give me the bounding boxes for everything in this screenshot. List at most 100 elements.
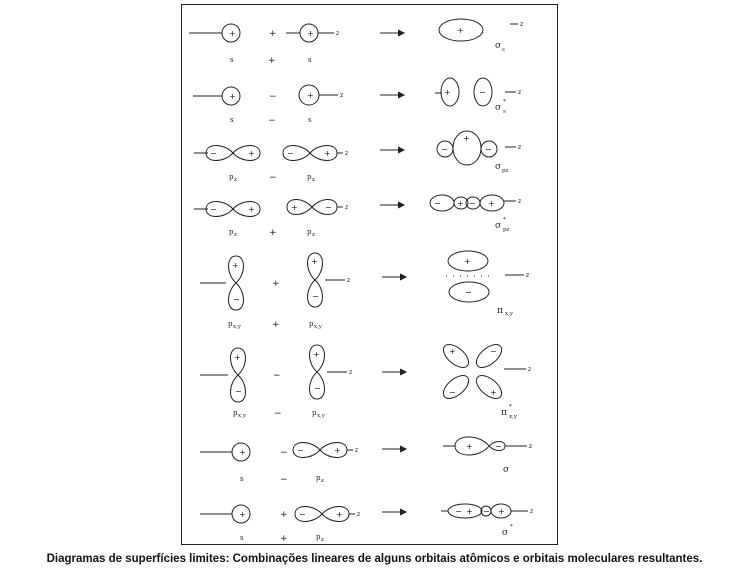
phase-sign: +: [464, 257, 471, 266]
sigma-star-pz-lobe-4: [479, 194, 505, 212]
operator-text-lower: −: [274, 409, 282, 419]
right-label: p: [309, 320, 314, 328]
row-4: − + + − z p z + p z − + − + z σ * pz: [194, 194, 521, 238]
phase-sign: +: [229, 92, 236, 101]
pz-orbital-left: [205, 145, 261, 161]
phase-sign: −: [314, 384, 321, 393]
left-label: p: [233, 409, 238, 417]
phase-sign: +: [444, 88, 451, 97]
figure-frame: [181, 4, 558, 545]
pi-star-lobe-top-right: [475, 344, 503, 368]
arrow-head: [399, 368, 408, 376]
left-label: s: [240, 534, 244, 542]
sigma-pz-lobe-right: [480, 140, 498, 158]
mo-superscript: *: [509, 404, 512, 410]
pi-star-lobe-bottom-left: [442, 375, 470, 399]
sigma-star-lobe-1: [447, 503, 483, 519]
arrow-head: [397, 201, 406, 209]
right-label: p: [312, 409, 317, 417]
operator-text: +: [272, 279, 280, 289]
operator-text: −: [269, 173, 277, 183]
phase-sign: +: [239, 510, 246, 519]
mo-superscript: *: [503, 99, 506, 105]
phase-sign: +: [239, 448, 246, 457]
mo-subscript: s: [503, 109, 506, 115]
mo-symbol: σ: [495, 221, 501, 231]
right-label: p: [316, 533, 321, 541]
row-3: − + − + z p z − p z − + − z σ pz: [194, 130, 521, 183]
left-label: s: [240, 475, 244, 483]
phase-sign: −: [325, 203, 332, 212]
left-label: s: [230, 116, 234, 124]
row-6: + − − + − z p x,y − p x,y + − − + z π * …: [200, 344, 531, 420]
mo-subscript: s: [502, 47, 505, 53]
mo-symbol: π: [501, 408, 507, 418]
phase-sign: +: [324, 149, 331, 158]
left-subscript: z: [234, 232, 237, 238]
phase-sign: −: [210, 149, 217, 158]
phase-sign: +: [311, 257, 318, 266]
right-label: p: [307, 228, 312, 236]
phase-sign: +: [490, 388, 497, 397]
pz-orbital-right: [292, 442, 348, 458]
phase-sign: −: [483, 507, 490, 516]
phase-sign: −: [465, 288, 472, 297]
operator-text-lower: −: [268, 116, 276, 126]
operator-text-lower: +: [268, 56, 276, 66]
row-7: + − − + z s − p z + − z σ: [200, 436, 532, 485]
phase-sign: +: [449, 347, 456, 356]
sigma-s-orbital: [438, 18, 484, 42]
pxy-orbital-left: [230, 347, 246, 403]
row-2: + − + z s − s + − z σ * s: [193, 77, 521, 126]
axis-label: z: [528, 366, 531, 373]
phase-sign: −: [495, 442, 502, 451]
phase-sign: +: [232, 261, 239, 270]
mo-symbol: π: [497, 306, 503, 316]
arrow-head: [399, 445, 408, 453]
phase-sign: +: [488, 199, 495, 208]
right-subscript: x,y: [317, 413, 326, 419]
axis-label: z: [520, 21, 523, 28]
mo-subscript: x,y: [509, 414, 518, 420]
mo-superscript: *: [503, 217, 506, 223]
phase-sign: +: [463, 134, 470, 143]
axis-label: z: [357, 511, 360, 518]
operator-text: +: [269, 29, 277, 39]
phase-sign: +: [248, 149, 255, 158]
phase-sign: −: [434, 199, 441, 208]
s-orbital-left: [221, 86, 241, 106]
phase-sign: +: [234, 353, 241, 362]
pi-star-lobe-top-left: [442, 344, 470, 368]
pz-orbital-right: [294, 506, 350, 522]
figure-caption: Diagramas de superfícies limites: Combin…: [46, 553, 703, 565]
left-label: p: [229, 228, 234, 236]
mo-symbol: σ: [495, 41, 501, 51]
axis-label: z: [518, 144, 521, 151]
operator-text: +: [269, 228, 277, 238]
s-orbital-left: [231, 442, 251, 462]
arrow-head: [397, 91, 406, 99]
pz-orbital-right: [282, 145, 338, 161]
phase-sign: +: [291, 203, 298, 212]
phase-sign: −: [312, 292, 319, 301]
s-orbital-left: [231, 504, 251, 524]
phase-sign: −: [287, 149, 294, 158]
pxy-orbital-right: [307, 252, 323, 308]
pi-lobe-bottom: [448, 281, 490, 303]
mo-symbol: σ: [502, 528, 508, 538]
phase-sign: +: [466, 507, 473, 516]
axis-label: z: [336, 30, 339, 37]
operator-text: −: [280, 448, 288, 458]
operator-text-lower: +: [272, 320, 280, 330]
axis-label: z: [529, 443, 532, 450]
orbital-diagram: + + + z s + s + z σ s + − + z s − s +: [189, 18, 533, 544]
mo-superscript: *: [510, 524, 513, 530]
phase-sign: +: [336, 510, 343, 519]
mo-symbol: σ: [495, 103, 501, 113]
right-label: s: [308, 116, 312, 124]
right-subscript: z: [321, 478, 324, 484]
phase-sign: −: [235, 387, 242, 396]
s-orbital-left: [221, 23, 241, 43]
axis-label: z: [518, 89, 521, 96]
row-8: + + − + z s + p z − + − + z σ *: [200, 503, 533, 544]
